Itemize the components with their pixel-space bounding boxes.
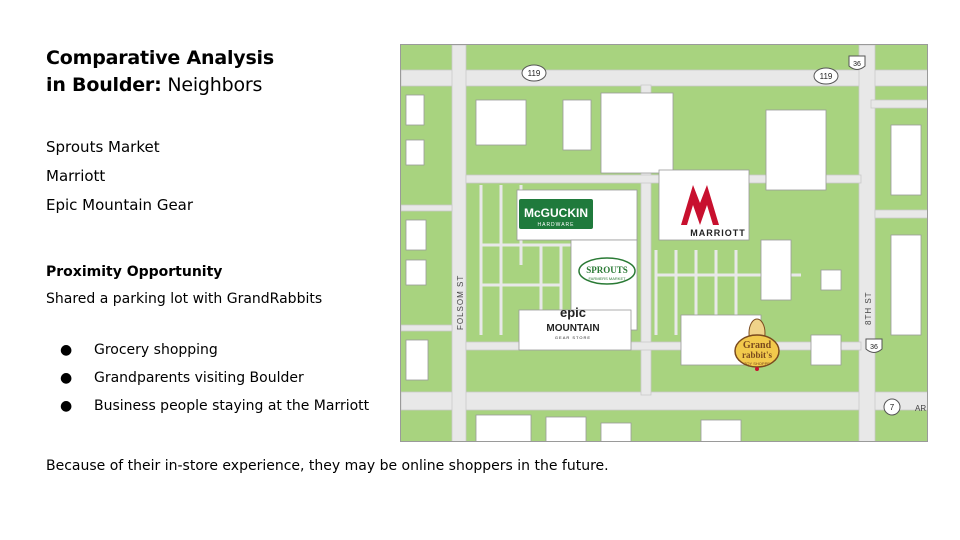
marriott-m-icon: [681, 185, 719, 225]
road-east-2: [874, 209, 927, 219]
building: [890, 124, 922, 196]
proximity-text: Shared a parking lot with GrandRabbits: [46, 291, 323, 307]
bullet-dot-icon: ●: [60, 370, 73, 386]
marriott-logo: MARRIOTT: [681, 185, 746, 238]
building: [765, 109, 827, 191]
epic-gear-store: GEAR STORE: [555, 335, 591, 340]
grandrabbits-logo: Grand rabbit's TOY SHOPPE: [734, 318, 780, 371]
road-119: [401, 69, 927, 87]
neighbor-item: Epic Mountain Gear: [46, 196, 194, 214]
proximity-heading: Proximity Opportunity: [46, 264, 223, 280]
building: [545, 416, 587, 441]
epic-logo: epic MOUNTAIN GEAR STORE: [546, 305, 599, 340]
mcguckin-badge: [519, 199, 593, 229]
neighbor-item: Sprouts Market: [46, 138, 160, 156]
title-rest: Neighbors: [161, 74, 263, 96]
building: [810, 334, 842, 366]
building: [700, 419, 742, 441]
road-west-2: [401, 324, 453, 332]
boulder-map: 119 119 36 36 7 FOLSOM ST 8TH ST AR McGU…: [400, 44, 928, 442]
route-shield-icon: [521, 64, 547, 82]
footer-text: Because of their in-store experience, th…: [46, 458, 609, 474]
sprouts-name: SPROUTS: [586, 265, 628, 275]
arapahoe-label: AR: [915, 404, 926, 413]
building: [475, 99, 527, 146]
road-inner-2: [465, 341, 862, 351]
epic-name: epic: [560, 305, 586, 320]
building: [475, 414, 532, 441]
sprouts-badge: [578, 257, 636, 285]
parking-lots: [479, 185, 801, 335]
road-west-1: [401, 204, 453, 212]
title-bold-line-2: in Boulder:: [46, 74, 162, 96]
route-36-label-a: 36: [853, 61, 861, 68]
main-roads: [401, 45, 927, 441]
bullet-item: ● Grandparents visiting Boulder: [46, 364, 369, 392]
building: [600, 422, 632, 441]
mcguckin-sub: HARDWARE: [538, 222, 575, 228]
route-shield-icon: [883, 398, 901, 416]
building: [405, 139, 425, 166]
route-119-shield-a: 119: [521, 64, 547, 82]
road-arapahoe: [401, 391, 927, 411]
building: [562, 99, 592, 151]
bullet-item: ● Grocery shopping: [46, 336, 369, 364]
bullet-text: Grocery shopping: [94, 342, 218, 358]
route-shield-icon: [813, 67, 839, 85]
bullet-item: ● Business people staying at the Marriott: [46, 392, 369, 420]
interstate-shield-icon: [865, 338, 883, 353]
bullet-dot-icon: ●: [60, 342, 73, 358]
building: [600, 92, 674, 174]
road-folsom: [451, 45, 467, 441]
grandrabbits-rabbits: rabbit's: [742, 350, 773, 360]
building: [405, 259, 427, 286]
folsom-street-label: FOLSOM ST: [456, 275, 465, 330]
bullet-text: Business people staying at the Marriott: [94, 398, 370, 414]
parking-east: [654, 250, 801, 335]
marriott-name: MARRIOTT: [690, 228, 746, 238]
sprouts-logo: SPROUTS FARMERS MARKET: [578, 257, 636, 285]
route-119-label-b: 119: [820, 72, 833, 81]
8th-street-label: 8TH ST: [864, 291, 873, 325]
building-epic: [518, 309, 632, 351]
building: [405, 219, 427, 251]
location-pin-icon: [755, 367, 759, 371]
title-bold-line-1: Comparative Analysis: [46, 47, 274, 69]
route-119-label-a: 119: [528, 69, 541, 78]
building: [820, 269, 842, 291]
bullet-list: ● Grocery shopping ● Grandparents visiting…: [46, 336, 369, 420]
route-36-shield-a: 36: [848, 55, 866, 70]
epic-mountain: MOUNTAIN: [546, 323, 599, 334]
bullet-text: Grandparents visiting Boulder: [94, 370, 304, 386]
route-7-shield: 7: [883, 398, 901, 416]
mcguckin-name: McGUCKIN: [524, 206, 588, 220]
building: [890, 234, 922, 336]
road-mid: [640, 84, 652, 396]
neighbor-item: Marriott: [46, 167, 106, 185]
neighbor-list: Sprouts Market Marriott Epic Mountain Ge…: [46, 133, 193, 220]
route-36-label-b: 36: [870, 344, 878, 351]
map-svg: 119 119 36 36 7 FOLSOM ST 8TH ST AR McGU…: [401, 45, 927, 441]
building: [405, 94, 425, 126]
route-119-shield-b: 119: [813, 67, 839, 85]
grandrabbits-toy-shoppe: TOY SHOPPE: [744, 361, 770, 366]
interstate-shield-icon: [848, 55, 866, 70]
grandrabbits-grand: Grand: [743, 340, 772, 351]
slide-title: Comparative Analysis in Boulder: Neighbor…: [46, 45, 274, 99]
route-7-label: 7: [890, 403, 895, 412]
building: [760, 239, 792, 301]
bullet-dot-icon: ●: [60, 398, 73, 414]
building: [405, 339, 429, 381]
mcguckin-logo: McGUCKIN HARDWARE: [519, 199, 593, 229]
sprouts-sub: FARMERS MARKET: [588, 276, 626, 281]
route-36-shield-b: 36: [865, 338, 883, 353]
road-east-1: [870, 99, 927, 109]
